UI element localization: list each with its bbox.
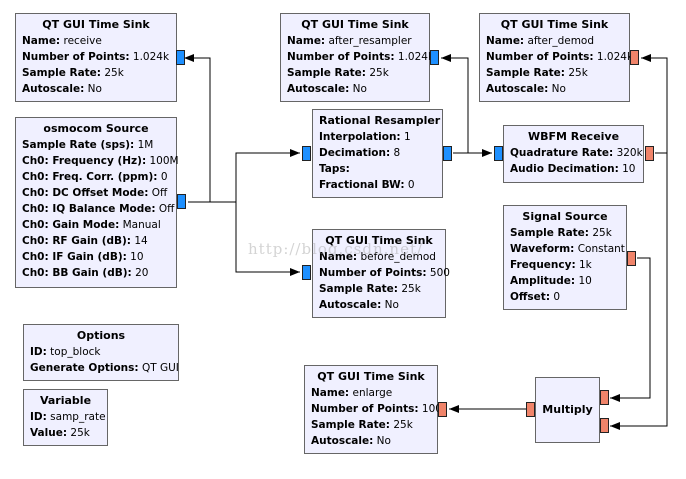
block-param: Name: receive [22,35,102,47]
input-port[interactable] [302,146,311,161]
block-param: Taps: [319,163,350,175]
block-param: Autoscale: No [319,299,399,311]
block-param: Sample Rate: 25k [510,227,612,239]
block-title: QT GUI Time Sink [42,18,150,31]
block-param: Name: before_demod [319,251,436,263]
block-param: Ch0: DC Offset Mode: Off [22,187,168,199]
block-param: Fractional BW: 0 [319,179,415,191]
block-param: Waveform: Constant [510,243,625,255]
qt-gui-time-sink-after-demod-block[interactable]: QT GUI Time Sink Name: after_demod Numbe… [479,13,634,102]
block-title: QT GUI Time Sink [301,18,409,31]
output-port[interactable] [526,402,535,417]
qt-gui-time-sink-enlarge-block[interactable]: QT GUI Time Sink Name: enlarge Number of… [304,365,442,454]
variable-block[interactable]: Variable ID: samp_rate Value: 25k [23,389,108,446]
block-param: Ch0: IQ Balance Mode: Off [22,203,175,215]
block-param: Number of Points: 1.024k [287,51,435,63]
input-port[interactable] [600,418,609,433]
block-param: Ch0: BB Gain (dB): 20 [22,267,149,279]
block-title: Signal Source [522,210,608,223]
block-param: Name: after_demod [486,35,595,47]
block-param: Sample Rate: 25k [319,283,421,295]
qt-gui-time-sink-before-demod-block[interactable]: QT GUI Time Sink Name: before_demod Numb… [312,229,450,318]
block-title: QT GUI Time Sink [325,234,433,247]
block-title: Rational Resampler [319,114,441,127]
block-title: QT GUI Time Sink [317,370,425,383]
block-param: Generate Options: QT GUI [30,362,179,374]
input-port[interactable] [302,265,311,280]
block-param: Offset: 0 [510,291,561,303]
wire-osmocom-to-receive [184,54,211,203]
signal-source-block[interactable]: Signal Source Sample Rate: 25k Waveform:… [503,205,627,310]
block-param: Autoscale: No [22,83,102,95]
block-param: Interpolation: 1 [319,131,411,143]
output-port[interactable] [645,146,654,161]
block-title: osmocom Source [43,122,149,135]
block-param: Autoscale: No [486,83,566,95]
block-title: WBFM Receive [527,130,620,143]
block-param: ID: top_block [30,346,101,358]
block-param: Number of Points: 100 [311,403,442,415]
block-param: Amplitude: 10 [510,275,592,287]
block-param: Name: after_resampler [287,35,412,47]
input-port[interactable] [438,402,447,417]
block-param: Sample Rate: 25k [287,67,389,79]
block-param: Sample Rate: 25k [486,67,588,79]
block-title: Multiply [542,403,593,416]
wire-signal-to-multiply [610,257,651,402]
block-param: Ch0: Gain Mode: Manual [22,219,161,231]
block-param: Sample Rate: 25k [22,67,124,79]
block-param: Value: 25k [30,427,90,439]
block-param: Quadrature Rate: 320k [510,147,643,159]
input-port[interactable] [600,390,609,405]
block-title: QT GUI Time Sink [500,18,609,31]
block-param: Decimation: 8 [319,147,401,159]
block-param: Ch0: IF Gain (dB): 10 [22,251,144,263]
block-param: Autoscale: No [311,435,391,447]
block-param: Autoscale: No [287,83,367,95]
block-param: Name: enlarge [311,387,393,399]
input-port[interactable] [630,50,639,65]
wire-resampler-to-after-resampler [441,54,469,154]
block-param: Number of Points: 1.024k [22,51,170,63]
multiply-block[interactable]: Multiply [535,377,600,443]
block-title: Variable [39,394,92,407]
output-port[interactable] [627,251,636,266]
output-port[interactable] [443,146,452,161]
osmocom-source-block[interactable]: osmocom Source Sample Rate (sps): 1M Ch0… [15,117,179,288]
wire-wbfm-to-multiply [610,153,668,430]
qt-gui-time-sink-after-resampler-block[interactable]: QT GUI Time Sink Name: after_resampler N… [280,13,435,102]
wire-wbfm-to-after-demod [641,54,668,154]
wire-osmocom-to-resampler [188,149,300,203]
input-port[interactable] [494,146,503,161]
block-param: Ch0: Freq. Corr. (ppm): 0 [22,171,168,183]
block-param: Frequency: 1k [510,259,592,271]
block-param: Ch0: RF Gain (dB): 14 [22,235,148,247]
watermark: http://blog.csdn.net/ [248,240,424,258]
block-title: Options [76,329,126,342]
input-port[interactable] [176,50,185,65]
options-block[interactable]: Options ID: top_block Generate Options: … [23,324,179,381]
block-param: Ch0: Frequency (Hz): 100M [22,155,179,167]
wbfm-receive-block[interactable]: WBFM Receive Quadrature Rate: 320k Audio… [503,125,644,183]
wire-osmocom-to-before-demod [235,202,300,276]
input-port[interactable] [430,50,439,65]
rational-resampler-block[interactable]: Rational Resampler Interpolation: 1 Deci… [312,109,443,198]
block-param: Audio Decimation: 10 [510,163,636,175]
block-param: Number of Points: 500 [319,267,450,279]
qt-gui-time-sink-receive-block[interactable]: QT GUI Time Sink Name: receive Number of… [15,13,177,102]
block-param: ID: samp_rate [30,411,106,423]
block-param: Sample Rate: 25k [311,419,413,431]
block-param: Number of Points: 1.024k [486,51,634,63]
output-port[interactable] [177,194,186,209]
block-param: Sample Rate (sps): 1M [22,139,154,151]
